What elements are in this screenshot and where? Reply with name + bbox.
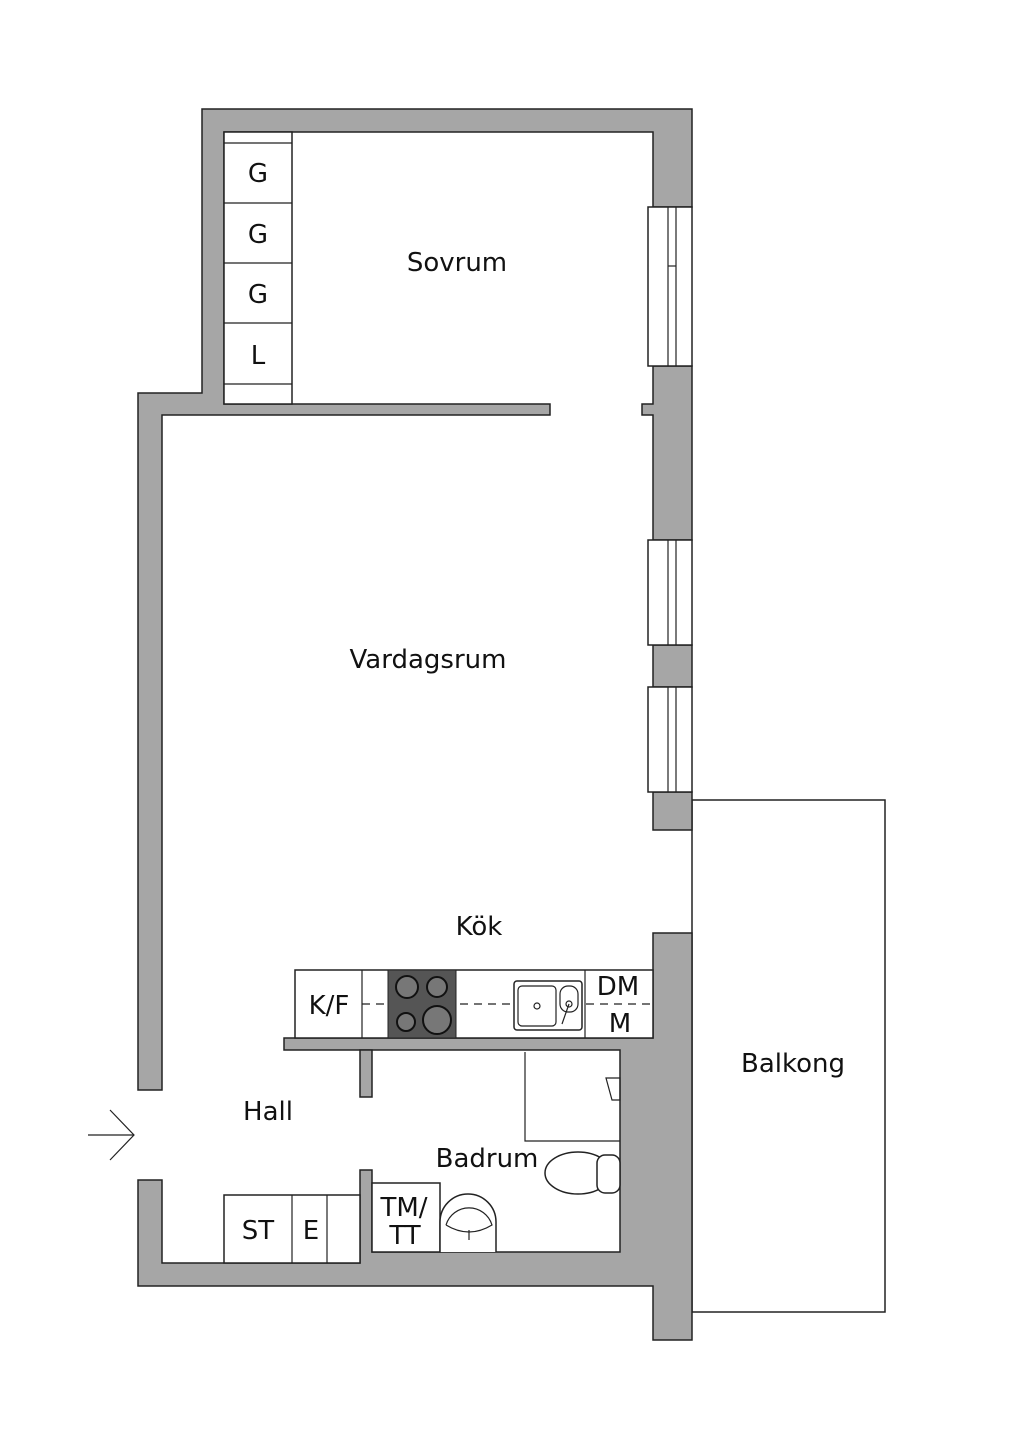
storage-label: ST: [242, 1216, 275, 1246]
microwave-label: M: [609, 1009, 631, 1039]
dishwasher-label: DM: [597, 972, 639, 1002]
balcony: [691, 799, 886, 1313]
fridge-freezer-label: K/F: [309, 991, 350, 1021]
sink-icon: [513, 980, 583, 1031]
room-label-balkong: Balkong: [741, 1049, 845, 1079]
shower-icon: [524, 1052, 621, 1142]
linen-closet-label: L: [251, 341, 266, 371]
entrance-arrow-icon: [88, 1109, 135, 1161]
washer-label: TM/: [379, 1193, 427, 1223]
room-label-sovrum: Sovrum: [407, 248, 507, 278]
room-label-vardagsrum: Vardagsrum: [350, 645, 507, 675]
toilet-icon: [544, 1151, 621, 1195]
dryer-label: TT: [388, 1221, 420, 1251]
electric-label: E: [303, 1216, 319, 1246]
wardrobes: [223, 131, 293, 405]
kitchen-counter: [294, 969, 654, 1039]
room-label-badrum: Badrum: [436, 1144, 539, 1174]
wardrobe-label: G: [248, 280, 268, 310]
wardrobe-label: G: [248, 159, 268, 189]
windows: [647, 206, 693, 793]
washbasin-icon: [439, 1193, 497, 1252]
wardrobe-label: G: [248, 220, 268, 250]
hall-closets: [223, 1182, 441, 1264]
room-label-kok: Kök: [456, 912, 503, 942]
room-label-hall: Hall: [243, 1097, 293, 1127]
